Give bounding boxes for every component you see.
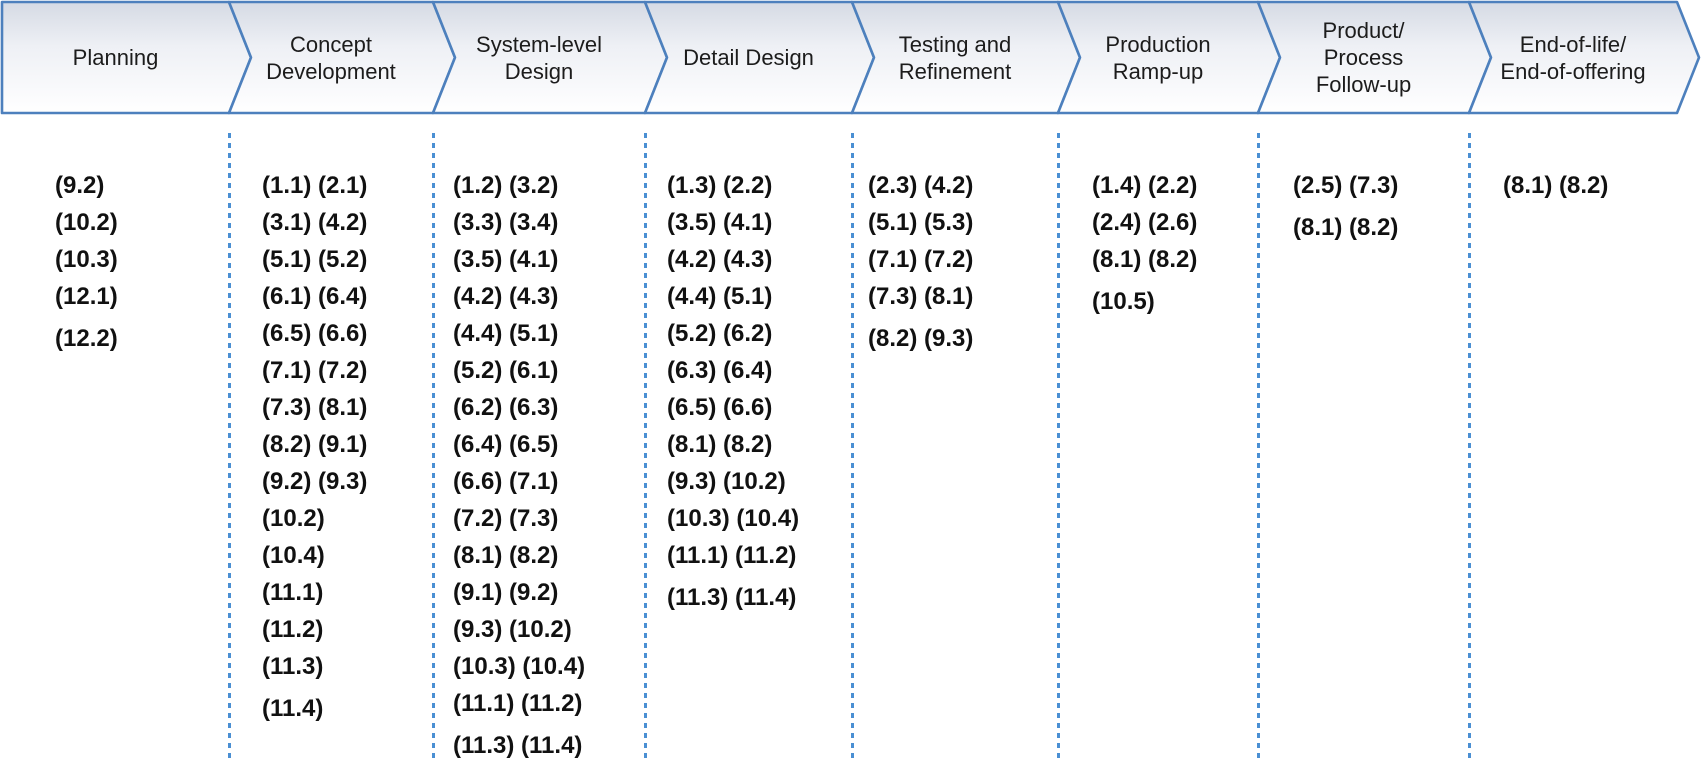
phase-items-planning: (9.2) (10.2) (10.3) (12.1) (12.2) (55, 167, 118, 357)
item-codes: (10.3) (10.4) (453, 653, 586, 680)
phase-items-concept-development: (1.1) (2.1) (3.1) (4.2) (5.1) (5.2) (6.1) (… (262, 167, 367, 727)
column-divider (1257, 133, 1260, 758)
column-divider (228, 133, 231, 758)
item-codes: (11.1) (262, 579, 324, 606)
item-codes: (10.5) (1092, 288, 1155, 315)
column-divider (644, 133, 647, 758)
item-codes: (2.3) (4.2) (868, 172, 974, 199)
item-codes: (11.1) (11.2) (667, 542, 797, 569)
item-codes: (9.3) (10.2) (453, 616, 572, 643)
item-codes: (11.4) (262, 695, 324, 722)
item-codes: (6.5) (6.6) (262, 320, 368, 347)
item-codes: (7.3) (8.1) (868, 283, 974, 310)
item-codes: (7.2) (7.3) (453, 505, 559, 532)
phase-banner-production-ramp-up (1056, 0, 1282, 115)
column-divider (851, 133, 854, 758)
item-codes: (4.4) (5.1) (667, 283, 773, 310)
phase-banner-detail-design (643, 0, 876, 115)
phase-banner-concept-development (227, 0, 457, 115)
item-codes: (5.1) (5.2) (262, 246, 368, 273)
item-codes: (3.3) (3.4) (453, 209, 559, 236)
item-codes: (1.2) (3.2) (453, 172, 559, 199)
item-codes: (10.3) (10.4) (667, 505, 800, 532)
item-codes: (10.2) (55, 209, 118, 236)
item-codes: (8.1) (8.2) (453, 542, 559, 569)
item-codes: (2.4) (2.6) (1092, 209, 1198, 236)
item-codes: (10.3) (55, 246, 118, 273)
item-codes: (6.3) (6.4) (667, 357, 773, 384)
item-codes: (10.2) (262, 505, 325, 532)
phase-chevron-band (0, 0, 1701, 115)
item-codes: (1.1) (2.1) (262, 172, 368, 199)
phase-items-end-of-life-end-of-offering: (8.1) (8.2) (1503, 167, 1608, 204)
item-codes: (10.4) (262, 542, 325, 569)
item-codes: (8.2) (9.3) (868, 325, 974, 352)
phase-banner-system-level-design (431, 0, 669, 115)
item-codes: (7.1) (7.2) (262, 357, 368, 384)
phase-banner-end-of-life-end-of-offering (1467, 0, 1701, 115)
phase-items-product-process-follow-up: (2.5) (7.3) (8.1) (8.2) (1293, 167, 1398, 246)
item-codes: (4.2) (4.3) (453, 283, 559, 310)
item-codes: (8.1) (8.2) (1092, 246, 1198, 273)
item-codes: (11.1) (11.2) (453, 690, 583, 717)
item-codes: (9.3) (10.2) (667, 468, 786, 495)
item-codes: (5.1) (5.3) (868, 209, 974, 236)
item-codes: (11.3) (11.4) (667, 584, 797, 611)
item-codes: (9.1) (9.2) (453, 579, 559, 606)
item-codes: (1.3) (2.2) (667, 172, 773, 199)
item-codes: (3.5) (4.1) (453, 246, 559, 273)
item-codes: (8.1) (8.2) (1293, 214, 1399, 241)
item-codes: (7.3) (8.1) (262, 394, 368, 421)
item-codes: (7.1) (7.2) (868, 246, 974, 273)
item-codes: (2.5) (7.3) (1293, 172, 1399, 199)
item-codes: (11.3) (262, 653, 324, 680)
phase-banner-planning (0, 0, 253, 115)
item-codes: (3.1) (4.2) (262, 209, 368, 236)
phase-items-production-ramp-up: (1.4) (2.2) (2.4) (2.6) (8.1) (8.2) (10.5) (1092, 167, 1197, 320)
item-codes: (11.3) (11.4) (453, 732, 583, 759)
item-codes: (9.2) (55, 172, 105, 199)
item-codes: (12.2) (55, 325, 118, 352)
phase-banner-product-process-follow-up (1256, 0, 1493, 115)
phase-banner-testing-and-refinement (850, 0, 1082, 115)
item-codes: (3.5) (4.1) (667, 209, 773, 236)
item-codes: (6.4) (6.5) (453, 431, 559, 458)
item-codes: (1.4) (2.2) (1092, 172, 1198, 199)
item-codes: (12.1) (55, 283, 118, 310)
item-codes: (6.1) (6.4) (262, 283, 368, 310)
item-codes: (6.6) (7.1) (453, 468, 559, 495)
item-codes: (8.1) (8.2) (667, 431, 773, 458)
column-divider (1057, 133, 1060, 758)
item-codes: (11.2) (262, 616, 324, 643)
item-codes: (6.5) (6.6) (667, 394, 773, 421)
phase-items-testing-and-refinement: (2.3) (4.2) (5.1) (5.3) (7.1) (7.2) (7.3) (… (868, 167, 973, 357)
column-divider (432, 133, 435, 758)
item-codes: (5.2) (6.1) (453, 357, 559, 384)
phase-items-system-level-design: (1.2) (3.2) (3.3) (3.4) (3.5) (4.1) (4.2) (… (453, 167, 585, 764)
phase-items-detail-design: (1.3) (2.2) (3.5) (4.1) (4.2) (4.3) (4.4) (… (667, 167, 799, 616)
item-codes: (4.4) (5.1) (453, 320, 559, 347)
item-codes: (8.1) (8.2) (1503, 172, 1609, 199)
column-divider (1468, 133, 1471, 758)
item-codes: (8.2) (9.1) (262, 431, 368, 458)
item-codes: (6.2) (6.3) (453, 394, 559, 421)
item-codes: (5.2) (6.2) (667, 320, 773, 347)
item-codes: (9.2) (9.3) (262, 468, 368, 495)
item-codes: (4.2) (4.3) (667, 246, 773, 273)
